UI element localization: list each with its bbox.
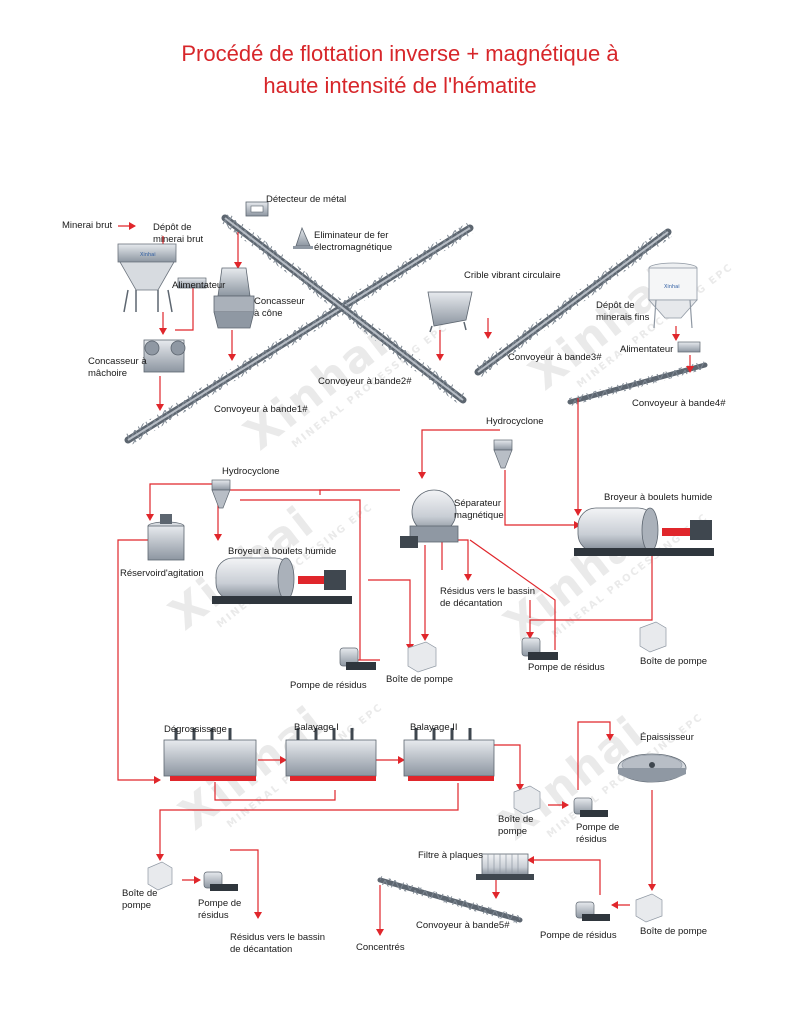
label-balayage-1: Balayage I	[294, 722, 339, 733]
label-convoyeur-4: Convoyeur à bande4#	[632, 398, 726, 409]
label-boite-pompe-4b: pompe	[122, 900, 152, 911]
label-pompe-residus-3a: Pompe de	[576, 822, 620, 833]
svg-text:Xinhai: Xinhai	[664, 284, 680, 290]
label-convoyeur-2: Convoyeur à bande2#	[318, 376, 412, 387]
diagram-title: Procédé de flottation inverse + magnétiq…	[0, 38, 800, 102]
label-reservoir: Réservoird'agitation	[120, 568, 204, 579]
label-separateur-2: magnétique	[454, 510, 504, 521]
label-boite-pompe-3a: Boîte de	[498, 814, 534, 825]
label-hydrocyclone-right: Hydrocyclone	[486, 416, 544, 427]
label-eliminateur-2: électromagnétique	[314, 242, 393, 253]
title-line-2: haute intensité de l'hématite	[263, 73, 537, 98]
title-line-1: Procédé de flottation inverse + magnétiq…	[181, 41, 619, 66]
jaw-crusher	[143, 339, 186, 373]
pump-box-5	[635, 893, 663, 923]
conveyor-5	[377, 876, 523, 924]
flotation-cell-roughing	[163, 728, 257, 781]
metal-detector	[245, 201, 269, 217]
filter-press	[476, 853, 534, 880]
magnetic-separator	[400, 489, 459, 548]
label-broyeur-left: Broyeur à boulets humide	[228, 546, 337, 557]
label-eliminateur-1: Eliminateur de fer	[314, 230, 389, 241]
hydrocyclone-right	[493, 439, 513, 469]
label-residus-bassin-2b: de décantation	[230, 944, 293, 955]
label-pompe-residus-3b: résidus	[576, 834, 607, 845]
label-degrossissage: Dégrossissage	[164, 724, 227, 735]
label-convoyeur-3: Convoyeur à bande3#	[508, 352, 602, 363]
label-alimentateur-1: Alimentateur	[172, 280, 226, 291]
label-concasseur-cone-2: à cône	[254, 308, 283, 319]
label-crible: Crible vibrant circulaire	[464, 270, 561, 281]
label-pompe-residus-5: Pompe de résidus	[540, 930, 617, 941]
label-concentres: Concentrés	[356, 942, 405, 953]
raw-ore-bin: Xinhai	[117, 243, 177, 313]
ball-mill-right	[574, 507, 714, 556]
conveyor-3	[474, 227, 672, 377]
feeder-1	[177, 277, 207, 289]
conveyor-1	[124, 222, 474, 446]
slurry-pump-3	[573, 797, 608, 817]
flotation-cell-scavenging-2	[403, 728, 495, 781]
pump-box-1	[407, 641, 437, 673]
label-boite-pompe-4a: Boîte de	[122, 888, 158, 899]
label-pompe-residus-2: Pompe de résidus	[528, 662, 605, 673]
hydrocyclone-left	[211, 479, 231, 509]
vibrating-screen	[427, 291, 473, 333]
flotation-cell-scavenging-1	[285, 728, 377, 781]
label-residus-bassin-2a: Résidus vers le bassin	[230, 932, 326, 943]
label-depot-minerai-brut-1: Dépôt de	[153, 222, 192, 233]
feeder-2	[677, 341, 701, 353]
label-boite-pompe-2: Boîte de pompe	[640, 656, 708, 667]
pump-box-2	[639, 621, 667, 653]
agitation-tank	[147, 514, 185, 561]
label-concasseur-machoire-2: mâchoire	[88, 368, 128, 379]
label-depot-minerais-fins-2: minerais fins	[596, 312, 650, 323]
cone-crusher	[213, 267, 255, 329]
label-pompe-residus-4b: résidus	[198, 910, 229, 921]
conveyor-2	[221, 213, 467, 405]
iron-remover	[293, 226, 313, 249]
fine-ore-bin: Xinhai	[648, 262, 698, 329]
pump-box-4	[147, 861, 173, 891]
pump-box-3	[513, 785, 541, 815]
label-epaississeur: Épaississeur	[640, 732, 694, 743]
label-broyeur-right: Broyeur à boulets humide	[604, 492, 713, 503]
slurry-pump-5	[575, 901, 610, 921]
label-boite-pompe-1: Boîte de pompe	[386, 674, 454, 685]
ball-mill-left	[212, 557, 352, 604]
slurry-pump-2	[521, 637, 558, 660]
label-minerai-brut: Minerai brut	[62, 220, 113, 231]
label-concasseur-machoire-1: Concasseur à	[88, 356, 147, 367]
label-detecteur-metal: Détecteur de métal	[266, 194, 347, 205]
label-alimentateur-2: Alimentateur	[620, 344, 674, 355]
conveyor-4	[567, 361, 708, 406]
label-convoyeur-5: Convoyeur à bande5#	[416, 920, 510, 931]
label-depot-minerais-fins-1: Dépôt de	[596, 300, 635, 311]
label-filtre: Filtre à plaques	[418, 850, 483, 861]
label-residus-bassin-1a: Résidus vers le bassin	[440, 586, 536, 597]
flow-lines	[117, 222, 694, 936]
label-pompe-residus-4a: Pompe de	[198, 898, 242, 909]
slurry-pump-1	[339, 647, 376, 670]
label-boite-pompe-5: Boîte de pompe	[640, 926, 708, 937]
label-separateur-1: Séparateur	[454, 498, 502, 509]
label-boite-pompe-3b: pompe	[498, 826, 528, 837]
label-residus-bassin-1b: de décantation	[440, 598, 503, 609]
svg-text:Xinhai: Xinhai	[140, 252, 156, 258]
label-concasseur-cone-1: Concasseur	[254, 296, 305, 307]
slurry-pump-4	[203, 871, 238, 891]
thickener	[617, 753, 687, 783]
label-pompe-residus-1: Pompe de résidus	[290, 680, 367, 691]
label-hydrocyclone-left: Hydrocyclone	[222, 466, 280, 477]
label-balayage-2: Balayage II	[410, 722, 458, 733]
label-convoyeur-1: Convoyeur à bande1#	[214, 404, 308, 415]
label-depot-minerai-brut-2: minerai brut	[153, 234, 204, 245]
